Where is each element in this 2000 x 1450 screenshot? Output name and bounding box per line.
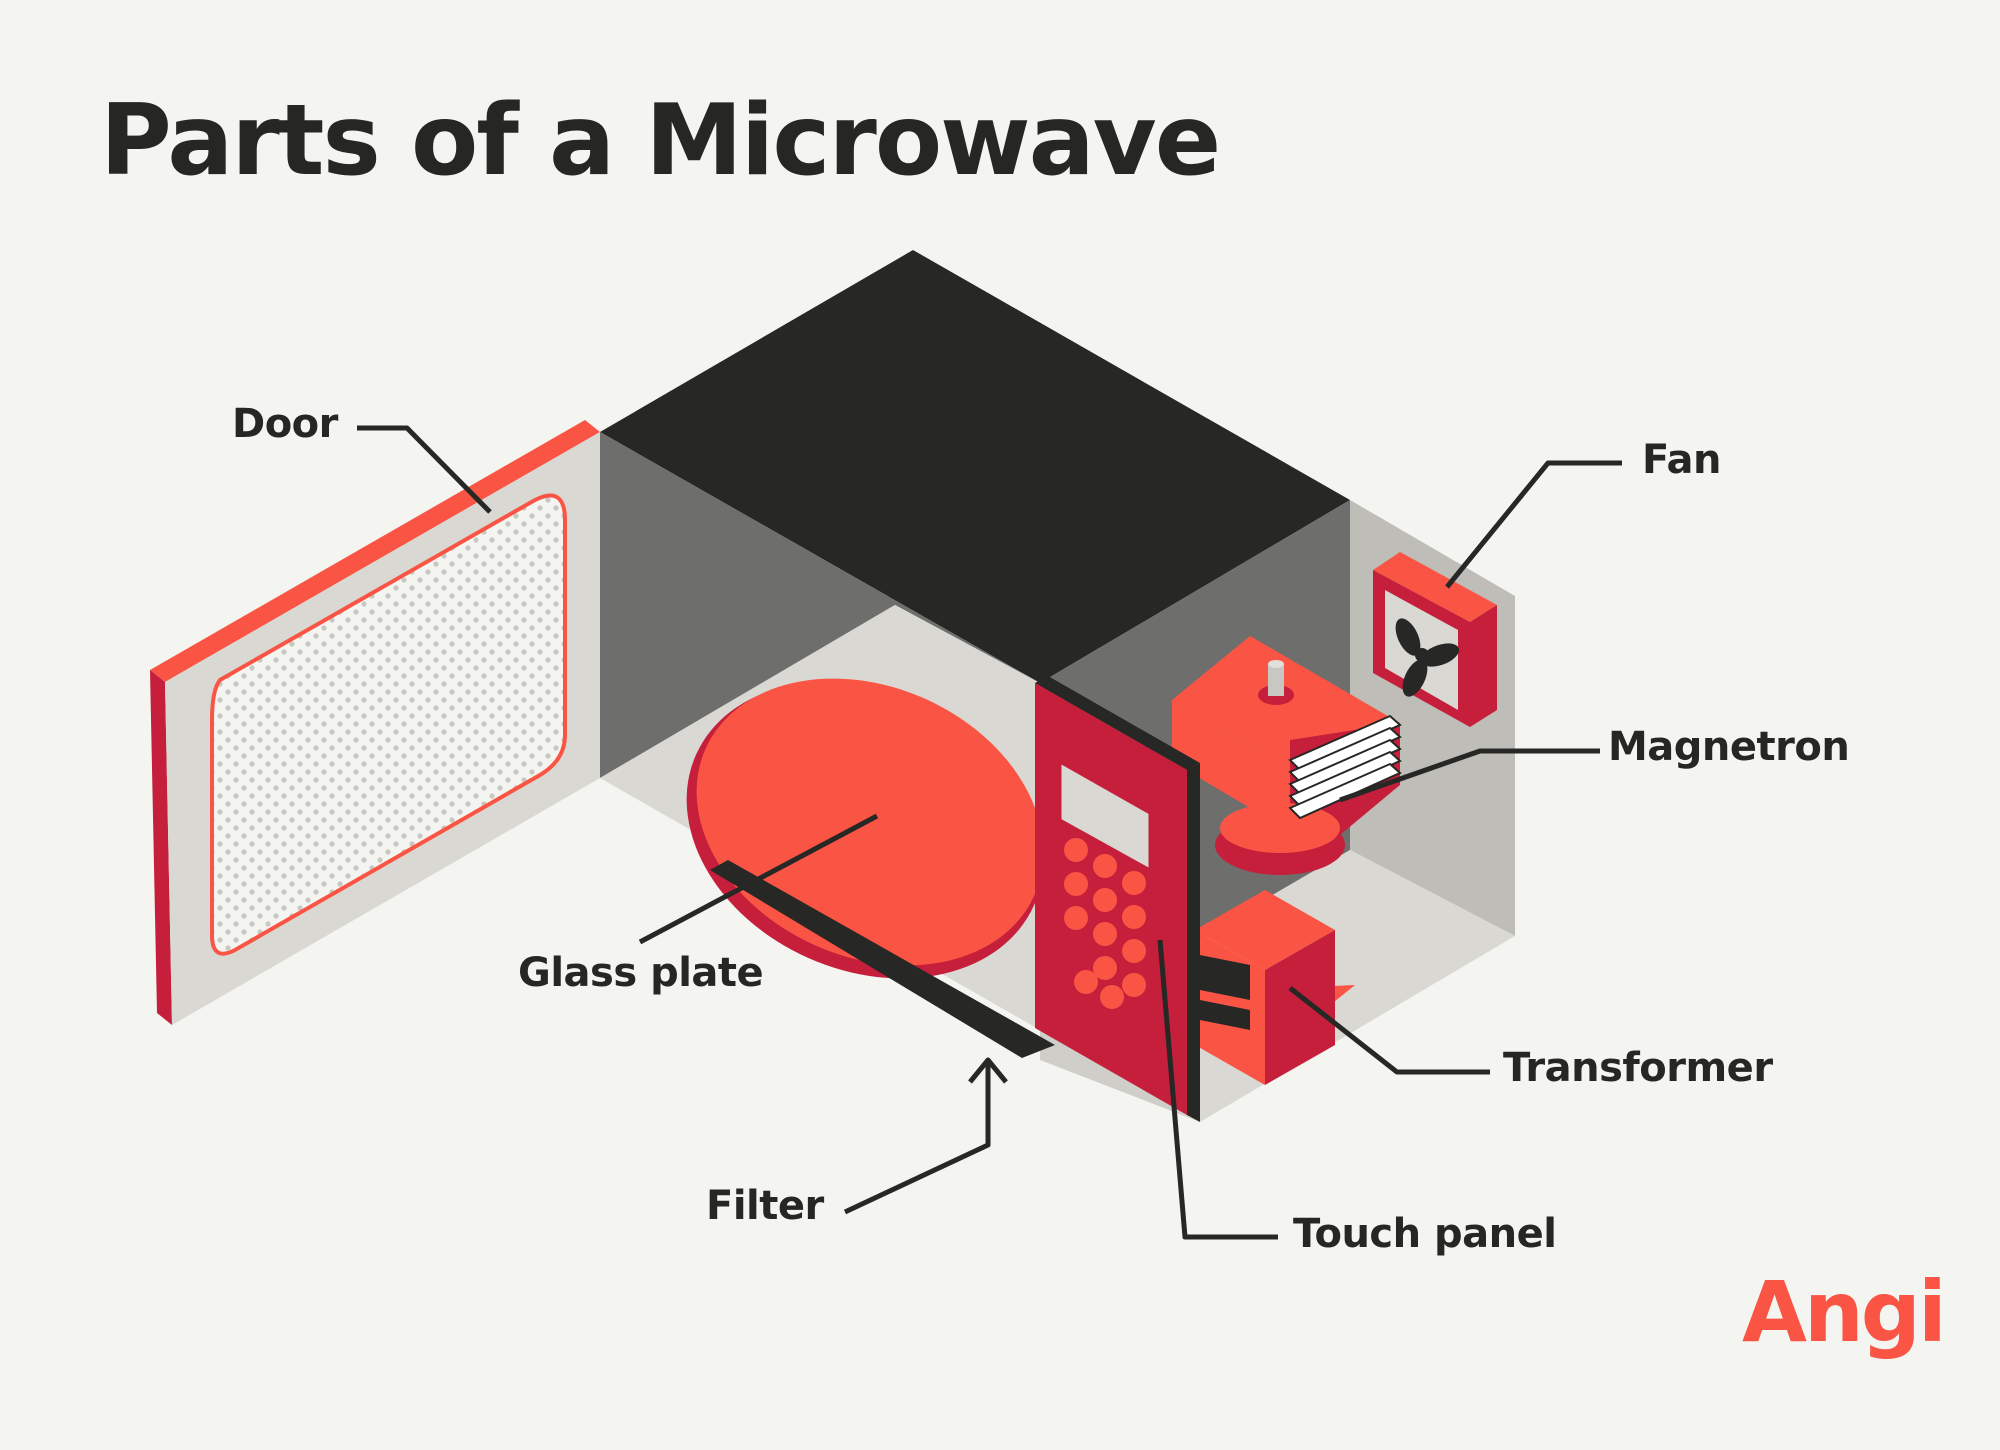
- transformer-leader: [1288, 986, 1490, 1075]
- door-top-edge: [150, 420, 600, 682]
- label-filter: Filter: [706, 1183, 824, 1229]
- fan-box: [1373, 552, 1497, 727]
- cabinet-top: [600, 250, 1350, 683]
- door-mesh-window: [210, 493, 567, 956]
- touch-panel-unit: [1035, 676, 1200, 1122]
- label-magnetron: Magnetron: [1608, 724, 1850, 770]
- filter-arrowhead: [968, 1057, 1008, 1084]
- label-door: Door: [232, 401, 338, 447]
- touch-panel-display: [1058, 759, 1152, 873]
- door-side-edge: [150, 670, 172, 1025]
- filter-bar: [710, 860, 1055, 1058]
- fan-blades-icon: [1395, 618, 1460, 697]
- label-glass-plate: Glass plate: [518, 950, 764, 996]
- leader-lines: [357, 425, 1622, 1240]
- angi-logo: Angi: [1742, 1270, 1947, 1354]
- label-transformer: Transformer: [1503, 1045, 1773, 1091]
- page-title: Parts of a Microwave: [100, 84, 1221, 198]
- brand-text: Angi: [1742, 1263, 1947, 1361]
- touch-panel-leader: [1157, 939, 1278, 1240]
- magnetron-unit: [1172, 636, 1402, 875]
- glass-plate-leader: [638, 813, 879, 945]
- fan-leader: [1445, 460, 1622, 589]
- cabinet-left-inner-wall: [600, 432, 1040, 778]
- magnetron-leader: [1339, 748, 1600, 803]
- magnetron-fins: [1288, 714, 1402, 820]
- label-touch-panel: Touch panel: [1293, 1211, 1557, 1257]
- touch-panel-buttons: [1064, 838, 1146, 1009]
- microwave-door: [150, 420, 600, 1025]
- label-fan: Fan: [1642, 437, 1721, 483]
- filter-leader: [843, 1060, 991, 1215]
- door-leader: [357, 425, 492, 514]
